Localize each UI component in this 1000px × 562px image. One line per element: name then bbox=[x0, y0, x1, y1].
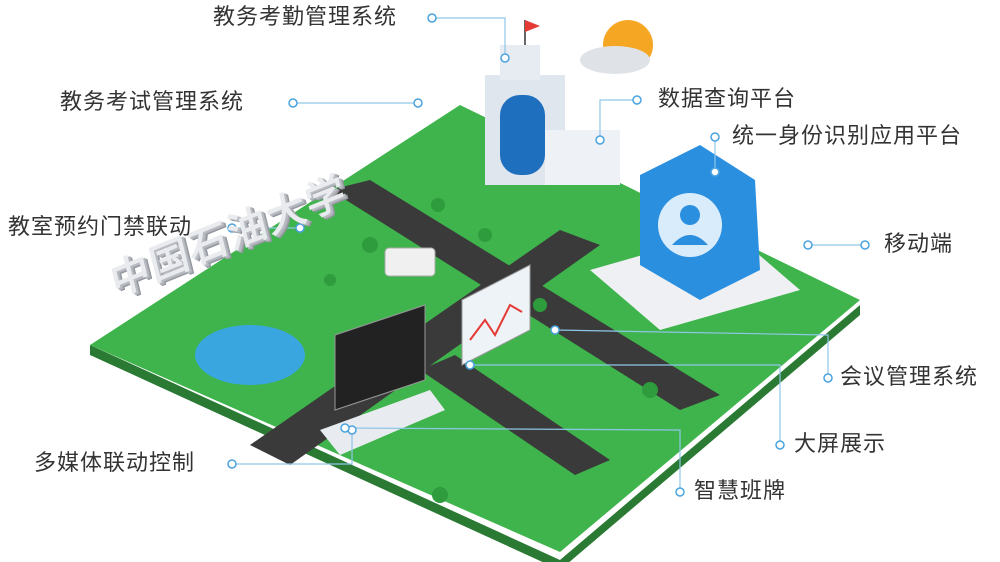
label-attendance-system: 教务考勤管理系统 bbox=[213, 5, 398, 30]
label-identity-platform: 统一身份识别应用平台 bbox=[732, 124, 963, 149]
label-data-query-platform: 数据查询平台 bbox=[658, 87, 797, 112]
trees bbox=[324, 198, 658, 503]
leader-markers bbox=[227, 13, 870, 497]
main-building bbox=[485, 20, 620, 185]
identity-platform bbox=[590, 145, 800, 330]
label-class-board: 智慧班牌 bbox=[694, 479, 787, 504]
label-big-screen: 大屏展示 bbox=[794, 432, 887, 457]
label-meeting-system: 会议管理系统 bbox=[840, 365, 979, 390]
label-multimedia-control: 多媒体联动控制 bbox=[34, 451, 196, 476]
leader-lines bbox=[232, 17, 865, 492]
road-3 bbox=[420, 355, 610, 475]
van bbox=[384, 247, 436, 277]
big-screen-display bbox=[461, 264, 531, 366]
smart-class-board bbox=[320, 304, 445, 455]
label-classroom-access: 教室预约门禁联动 bbox=[8, 215, 193, 240]
cloud bbox=[580, 46, 650, 74]
label-exam-system: 教务考试管理系统 bbox=[60, 90, 245, 115]
label-mobile: 移动端 bbox=[884, 232, 954, 257]
pond bbox=[195, 325, 305, 385]
